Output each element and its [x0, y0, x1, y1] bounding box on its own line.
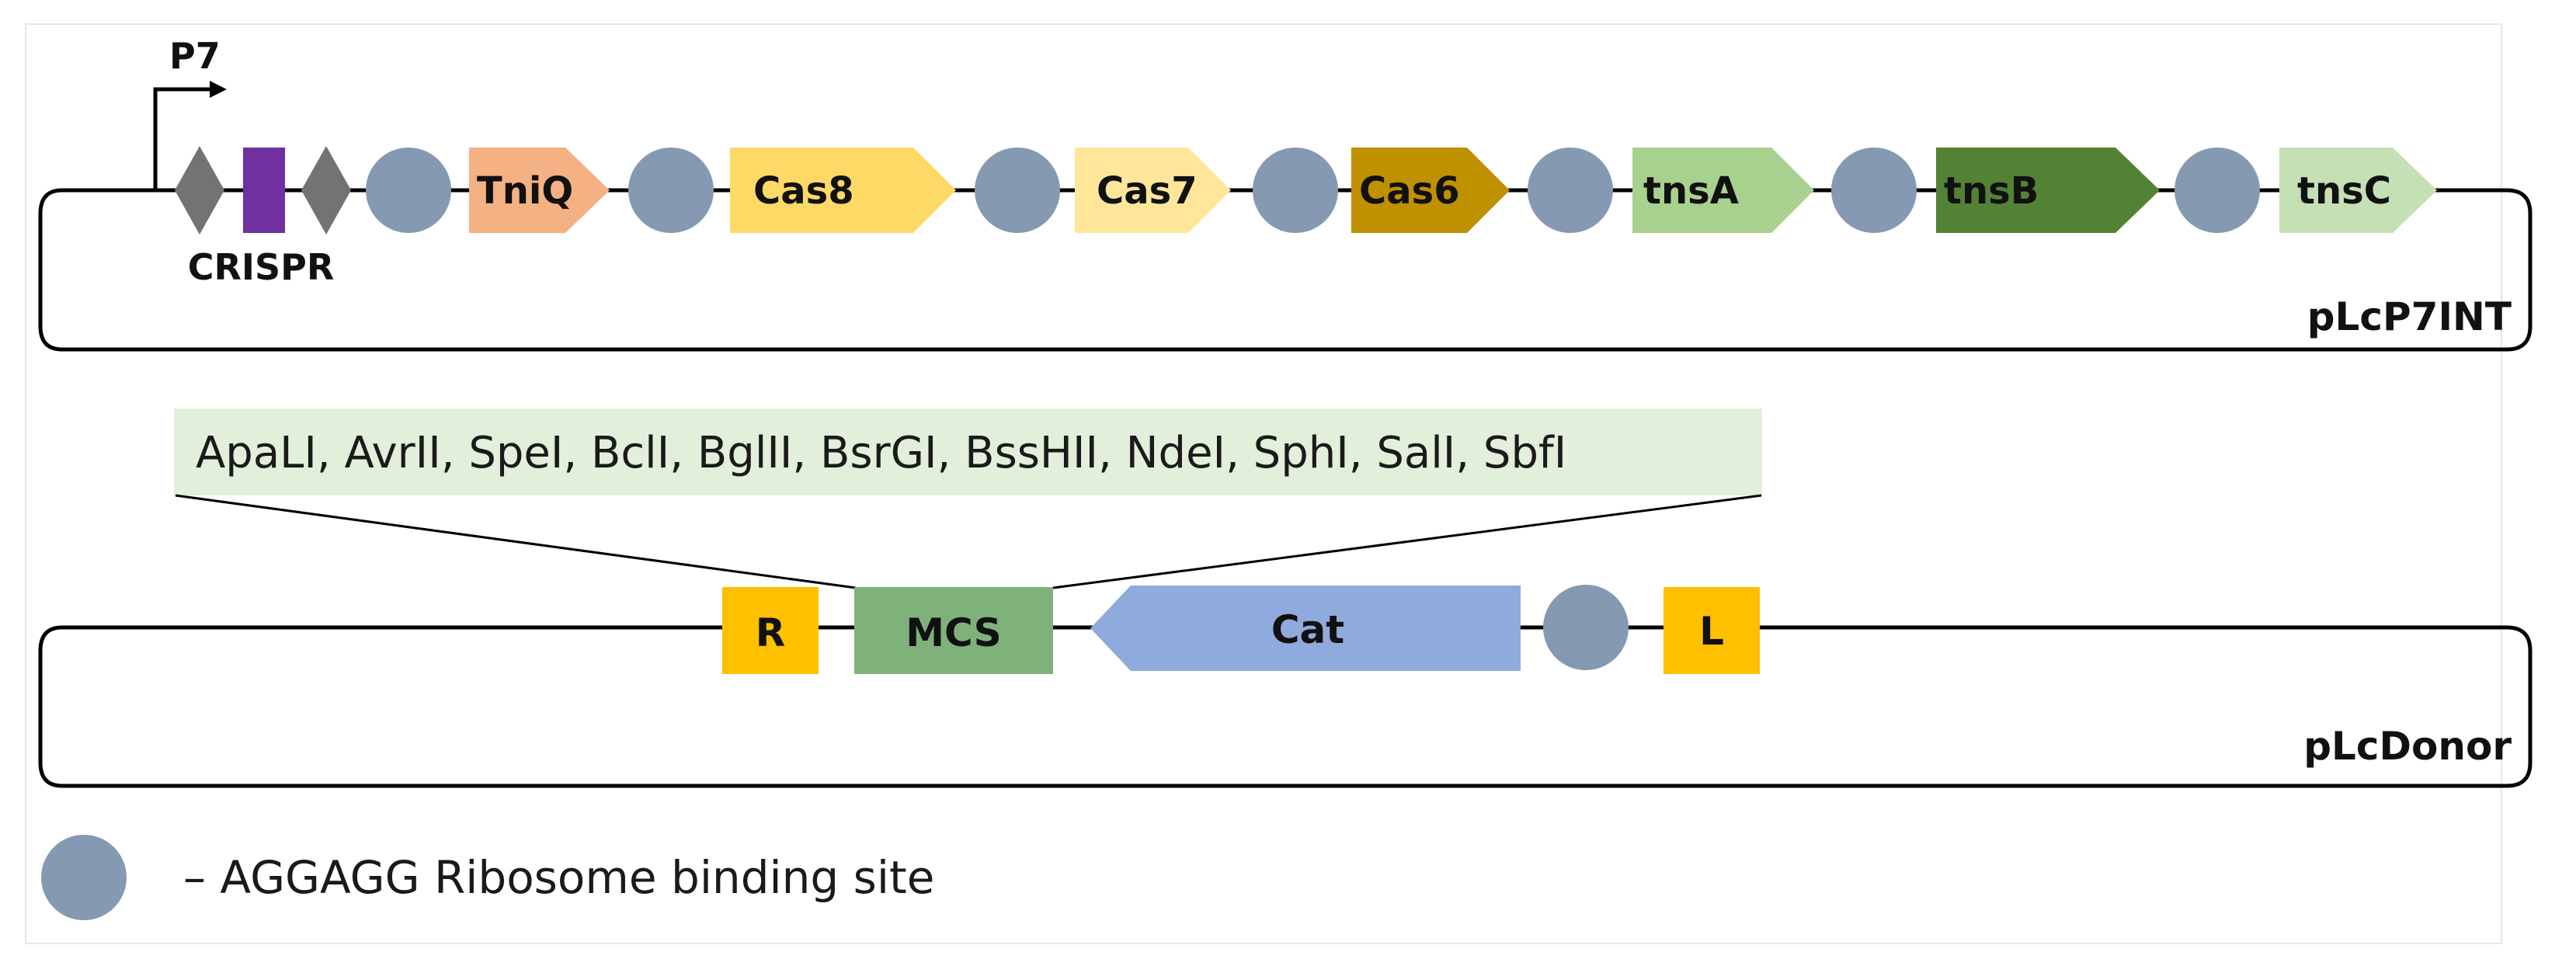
mcs-sites-box	[174, 408, 1762, 495]
gene-Cas8	[730, 148, 956, 233]
gene-label-TniQ: TniQ	[477, 169, 573, 213]
gene-tnsC	[2279, 148, 2437, 233]
mcs-callout-line-left	[175, 494, 857, 589]
tn7-right-end	[722, 587, 819, 674]
rbs-icon	[2174, 148, 2260, 233]
legend: – AGGAGG Ribosome binding site	[41, 835, 934, 920]
gene-Cas6	[1351, 148, 1510, 233]
crispr-label: CRISPR	[188, 246, 335, 288]
rbs-icon	[1543, 585, 1629, 670]
crispr-repeat-icon	[301, 146, 351, 235]
gene-label-tnsC: tnsC	[2297, 169, 2391, 213]
gene-tnsA	[1632, 148, 1814, 233]
gene-TniQ	[469, 148, 610, 233]
mcs-callout-line-right	[1052, 494, 1762, 589]
promoter-arrowhead-icon	[210, 81, 227, 98]
plasmid-backbone-1	[38, 188, 2533, 352]
gene-label-tnsA: tnsA	[1643, 169, 1739, 213]
rbs-icon	[1528, 148, 1613, 233]
plasmid-name-pLcP7INT: pLcP7INT	[2307, 294, 2512, 339]
gene-Cas7	[1075, 148, 1231, 233]
gene-label-Cat: Cat	[1271, 607, 1344, 652]
figure-frame	[25, 23, 2502, 944]
gene-label-Cas8: Cas8	[753, 169, 854, 213]
tn7-left-end	[1663, 587, 1760, 674]
plasmid-backbone-2	[38, 625, 2533, 788]
mcs-label: MCS	[906, 610, 1001, 655]
rbs-icon	[975, 148, 1060, 233]
mcs-sites-callout: ApaLI, AvrII, SpeI, BclI, BglII, BsrGI, …	[174, 408, 1762, 589]
rbs-icon	[366, 148, 451, 233]
promoter-label: P7	[169, 35, 221, 77]
mcs-block	[854, 587, 1053, 674]
gene-label-Cas6: Cas6	[1359, 169, 1460, 213]
plasmid-pLcP7INT: P7 CRISPR TniQ Cas8 Cas7 Cas6 tnsA tnsB …	[38, 35, 2533, 352]
rbs-circle-icon	[41, 835, 127, 920]
plasmid-name-pLcDonor: pLcDonor	[2303, 724, 2512, 769]
crispr-repeat-icon	[175, 146, 224, 235]
rbs-icon	[1253, 148, 1338, 233]
crispr-spacer-icon	[243, 148, 285, 233]
gene-Cat	[1090, 586, 1521, 671]
gene-label-Cas7: Cas7	[1097, 169, 1198, 213]
gene-label-tnsB: tnsB	[1944, 169, 2039, 213]
gene-tnsB	[1936, 148, 2160, 233]
legend-text: – AGGAGG Ribosome binding site	[183, 851, 934, 904]
right-end-label: R	[756, 610, 786, 655]
left-end-label: L	[1699, 609, 1724, 654]
promoter-arrow-icon	[153, 87, 211, 190]
mcs-sites-text: ApaLI, AvrII, SpeI, BclI, BglII, BsrGI, …	[196, 428, 1566, 478]
rbs-icon	[1831, 148, 1917, 233]
plasmid-pLcDonor: R MCS Cat L pLcDonor	[38, 585, 2533, 788]
rbs-icon	[628, 148, 714, 233]
